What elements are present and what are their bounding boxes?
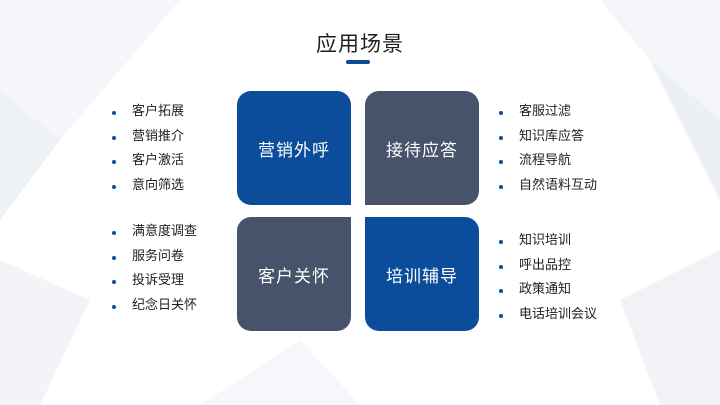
list-item: 知识培训: [497, 229, 597, 254]
list-item: 意向筛选: [110, 174, 184, 199]
list-item: 电话培训会议: [497, 303, 597, 328]
list-item: 营销推介: [110, 125, 184, 150]
page-title: 应用场景: [316, 32, 404, 56]
bullet-icon: [112, 111, 116, 115]
bullet-icon: [499, 313, 503, 318]
tile-training-coaching: 培训辅导: [365, 217, 479, 331]
bullet-icon: [499, 135, 503, 140]
list-item: 政策通知: [497, 278, 597, 303]
tile-reception-response: 接待应答: [365, 91, 479, 205]
bullet-icon: [499, 111, 503, 115]
tile-outbound-marketing: 营销外呼: [237, 91, 351, 205]
bullet-icon: [112, 184, 116, 189]
bullet-icon: [112, 255, 116, 260]
list-item: 服务问卷: [110, 245, 197, 270]
list-item: 客户拓展: [110, 100, 184, 125]
list-item: 知识库应答: [497, 125, 597, 150]
tile-customer-care: 客户关怀: [237, 217, 351, 331]
title-underline: [346, 60, 370, 64]
list-item: 投诉受理: [110, 269, 197, 294]
list-outbound-marketing: 客户拓展 营销推介 客户激活 意向筛选: [110, 100, 184, 198]
list-item: 自然语料互动: [497, 174, 597, 199]
bullet-icon: [112, 160, 116, 164]
list-item: 客户激活: [110, 149, 184, 174]
bullet-icon: [499, 184, 503, 189]
bullet-icon: [499, 240, 503, 244]
list-item: 客服过滤: [497, 100, 597, 125]
list-training-coaching: 知识培训 呼出品控 政策通知 电话培训会议: [497, 229, 597, 327]
list-item: 流程导航: [497, 149, 597, 174]
list-item: 纪念日关怀: [110, 294, 197, 319]
bullet-icon: [112, 135, 116, 140]
bullet-icon: [112, 304, 116, 309]
list-reception-response: 客服过滤 知识库应答 流程导航 自然语料互动: [497, 100, 597, 198]
bullet-icon: [499, 289, 503, 293]
list-customer-care: 满意度调查 服务问卷 投诉受理 纪念日关怀: [110, 220, 197, 318]
list-item: 满意度调查: [110, 220, 197, 245]
bullet-icon: [499, 160, 503, 164]
bullet-icon: [112, 231, 116, 235]
list-item: 呼出品控: [497, 254, 597, 279]
bullet-icon: [499, 264, 503, 269]
bullet-icon: [112, 280, 116, 284]
